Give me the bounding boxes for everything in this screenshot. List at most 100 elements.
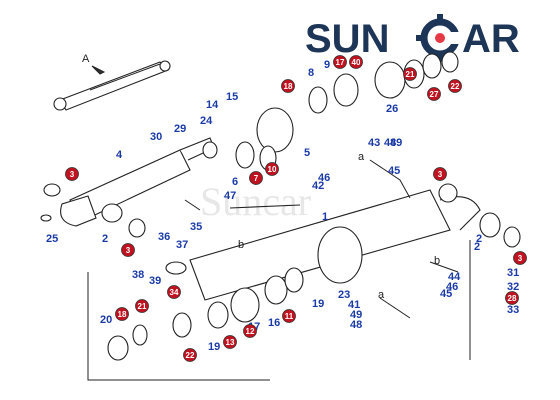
badge-circle (265, 162, 279, 176)
part-label-2: 2 (476, 233, 482, 245)
part-label-25: 25 (46, 233, 58, 245)
part-number-labels: 1222456891415161719192023242526293031323… (46, 59, 519, 353)
part-badge-34: 34 (167, 285, 181, 299)
part-badge-3: 3 (65, 167, 79, 181)
part-badge-22: 22 (448, 79, 462, 93)
part-label-5: 5 (304, 147, 310, 159)
part-label-4: 4 (116, 149, 123, 161)
badge-circle (121, 243, 135, 257)
part-label-38: 38 (132, 269, 144, 281)
part-badge-27: 27 (427, 87, 441, 101)
part-badge-13: 13 (223, 335, 237, 349)
part-badge-22: 22 (183, 348, 197, 362)
part-badge-3: 3 (513, 251, 527, 265)
part-label-49: 49 (350, 309, 362, 321)
badge-number: 22 (451, 82, 460, 91)
part-badge-12: 12 (243, 324, 257, 338)
part-label-42: 42 (312, 180, 324, 192)
reference-letter-b: b (238, 239, 244, 251)
part-label-15: 15 (226, 91, 238, 103)
piston-rod (40, 137, 215, 238)
badge-circle (448, 79, 462, 93)
part-label-20: 20 (100, 314, 112, 326)
badge-number: 7 (254, 174, 259, 183)
badge-number: 12 (246, 327, 255, 336)
reference-letter-b: b (434, 255, 440, 267)
badge-circle (243, 324, 257, 338)
part-badge-7: 7 (249, 171, 263, 185)
badge-number: 17 (336, 58, 345, 67)
part-label-2: 2 (474, 241, 480, 253)
badge-circle (183, 348, 197, 362)
badge-number: 3 (438, 170, 443, 179)
badge-number: 21 (406, 70, 415, 79)
badge-number: 3 (70, 170, 75, 179)
part-badge-28: 28 (505, 291, 519, 305)
part-badge-11: 11 (282, 309, 296, 323)
badge-circle (505, 291, 519, 305)
part-label-2: 2 (102, 233, 108, 245)
part-badge-10: 10 (265, 162, 279, 176)
badge-number: 13 (226, 338, 235, 347)
badge-number: 27 (430, 90, 439, 99)
part-label-48: 48 (350, 319, 362, 331)
part-label-26: 26 (386, 103, 398, 115)
clamp-brackets (184, 159, 459, 319)
part-label-32: 32 (507, 281, 519, 293)
badge-number: 21 (138, 302, 147, 311)
view-label: A (82, 53, 90, 65)
part-label-39: 39 (149, 275, 161, 287)
badge-circle (135, 299, 149, 313)
part-badge-18: 18 (281, 79, 295, 93)
part-label-9: 9 (324, 59, 330, 71)
badge-circle (427, 87, 441, 101)
reference-letter-a: a (358, 151, 365, 163)
part-label-33: 33 (507, 304, 519, 316)
part-badge-40: 40 (349, 55, 363, 69)
cylinder-tube (165, 183, 521, 301)
part-label-45: 45 (440, 288, 452, 300)
part-label-1: 1 (322, 211, 328, 223)
part-label-43: 43 (368, 137, 380, 149)
watermark-text: Suncar (200, 179, 311, 224)
badge-number: 3 (126, 246, 131, 255)
cylinder-overview: A (53, 53, 171, 111)
badge-circle (403, 67, 417, 81)
part-label-31: 31 (507, 267, 519, 279)
badge-circle (249, 171, 263, 185)
part-label-30: 30 (150, 131, 162, 143)
seal-kit (107, 267, 304, 361)
badge-circle (433, 167, 447, 181)
badge-number: 40 (352, 58, 361, 67)
part-label-41: 41 (348, 299, 360, 311)
leader-lines (87, 240, 471, 381)
suncar-logo: SUN AR (305, 14, 520, 62)
part-badge-3: 3 (433, 167, 447, 181)
badge-circle (115, 307, 129, 321)
part-label-6: 6 (232, 176, 238, 188)
badge-number: 22 (186, 351, 195, 360)
badge-number: 3 (518, 254, 523, 263)
part-label-14: 14 (206, 99, 219, 111)
part-label-29: 29 (174, 123, 186, 135)
part-label-45: 45 (388, 165, 400, 177)
part-label-23: 23 (338, 289, 350, 301)
badge-number: 18 (118, 310, 127, 319)
logo-gear-icon (416, 14, 460, 62)
part-badge-17: 17 (333, 55, 347, 69)
part-label-8: 8 (308, 67, 314, 79)
part-label-46: 46 (446, 281, 458, 293)
reference-letter-a: a (378, 289, 385, 301)
badge-number: 10 (268, 165, 277, 174)
part-label-19: 19 (312, 298, 324, 310)
badge-circle (333, 55, 347, 69)
badge-circle (223, 335, 237, 349)
badge-number: 28 (508, 294, 517, 303)
part-label-47: 47 (224, 190, 236, 202)
badge-number: 18 (284, 82, 293, 91)
logo-text-right: AR (462, 17, 520, 61)
part-badge-18: 18 (115, 307, 129, 321)
part-label-24: 24 (200, 115, 213, 127)
